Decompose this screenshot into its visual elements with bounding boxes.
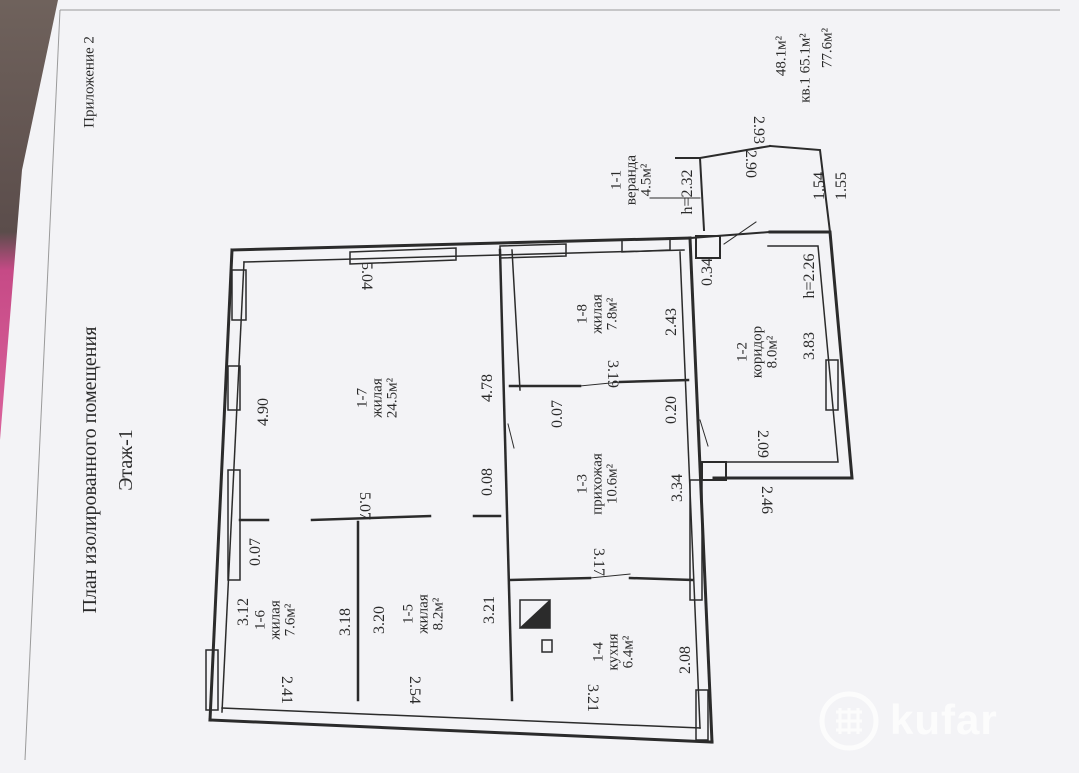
window	[695, 689, 709, 741]
wall-partition-1	[310, 514, 432, 522]
wall-bottom-inner	[221, 707, 701, 729]
window	[227, 365, 241, 411]
dim-label: 2.43	[663, 308, 680, 336]
dim-label: 5.07	[356, 492, 373, 520]
wall-partition-9	[508, 576, 592, 582]
wall-top-inner	[243, 249, 685, 263]
wall-left	[208, 248, 234, 722]
window	[349, 247, 457, 265]
window	[227, 469, 241, 581]
dim-label: 1.54	[811, 172, 828, 200]
wall-corridor-right-inner	[715, 245, 839, 463]
dim-label: 4.90	[255, 398, 272, 426]
total-area-1: 48.1м²	[773, 35, 790, 77]
sink-symbol	[541, 639, 553, 653]
wall-corridor-right	[712, 230, 854, 480]
dim-label: 0.08	[479, 468, 496, 496]
chimney-block	[701, 461, 727, 481]
dim-label: 3.20	[371, 606, 388, 634]
dim-label: h=2.32	[679, 169, 696, 215]
dim-label: 0.34	[699, 258, 716, 286]
dim-label: 2.54	[406, 676, 423, 704]
wall-bottom	[208, 718, 714, 744]
dim-label: 2.90	[742, 150, 759, 178]
dim-label: 2.93	[750, 116, 767, 144]
door-arc	[579, 381, 621, 387]
plan-title: План изолированного помещения	[79, 326, 101, 614]
dim-label: 3.17	[590, 548, 607, 576]
frame-line	[24, 9, 61, 761]
dim-label: 2.09	[754, 430, 771, 458]
dim-label: 3.12	[235, 598, 252, 626]
dim-label: 2.41	[278, 676, 295, 704]
window	[499, 243, 567, 259]
wall-right	[688, 236, 714, 744]
dim-label: h=2.26	[801, 253, 818, 299]
window	[231, 269, 247, 321]
chimney-block	[695, 235, 721, 259]
door-arc	[723, 221, 757, 245]
window	[621, 237, 671, 253]
door-arc	[699, 419, 709, 447]
appendix-label: Приложение 2	[81, 36, 98, 128]
dim-label: 3.83	[801, 332, 818, 360]
wall-partition-5	[498, 248, 514, 702]
total-area-3: 77.6м²	[819, 27, 836, 69]
wall-left-inner	[221, 261, 245, 713]
window	[205, 649, 219, 711]
wall-veranda	[675, 144, 832, 234]
dim-label: 3.19	[604, 360, 621, 388]
dim-label: 3.18	[337, 608, 354, 636]
wall-top	[230, 236, 692, 252]
dim-label: 0.20	[663, 396, 680, 424]
watermark-text: kufar	[890, 696, 998, 743]
dim-label: 5.04	[358, 262, 375, 290]
wall-partition-6	[511, 249, 521, 391]
dim-label: 0.07	[549, 400, 566, 428]
kufar-watermark: kufar	[818, 690, 1058, 752]
wall-partition-10	[628, 576, 694, 582]
walls	[205, 144, 854, 744]
dim-label: 2.08	[677, 646, 694, 674]
kufar-logo-icon	[819, 691, 879, 751]
door-arc	[589, 573, 631, 579]
dim-label: 3.34	[669, 474, 686, 502]
dim-label: 2.46	[758, 486, 775, 514]
floor-label: Этаж-1	[115, 429, 137, 491]
window	[825, 359, 839, 411]
dim-label: 4.78	[479, 374, 496, 402]
dim-label: 3.21	[584, 684, 601, 712]
door-arc	[507, 423, 515, 449]
dim-label: 1.55	[833, 172, 850, 200]
total-area-2: кв.1 65.1м²	[797, 33, 814, 103]
stove-symbol	[518, 598, 551, 629]
dim-label: 3.21	[481, 596, 498, 624]
dim-label: 0.07	[247, 538, 264, 566]
wall-partition-8	[618, 378, 690, 384]
